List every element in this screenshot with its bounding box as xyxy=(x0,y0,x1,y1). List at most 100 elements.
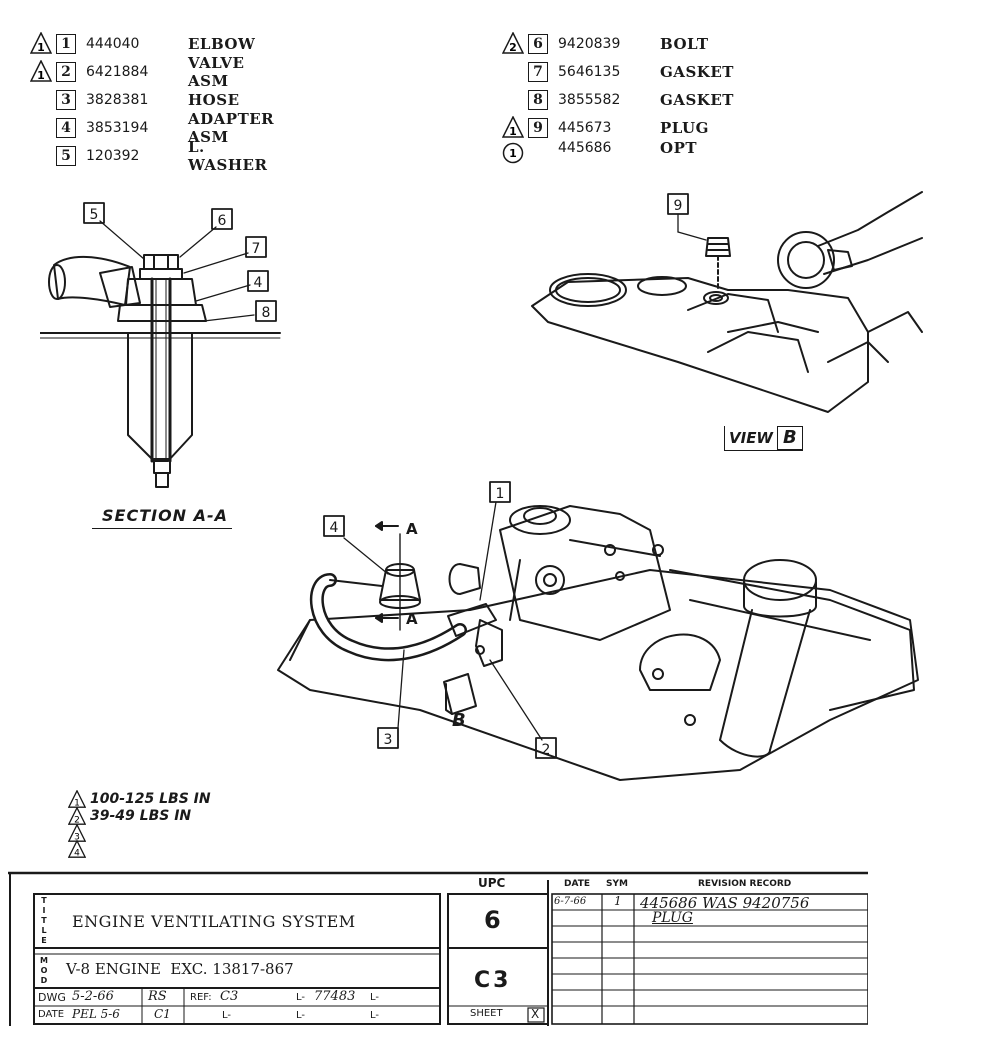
part-number: 444040 xyxy=(86,36,140,52)
l-label: L- xyxy=(370,992,380,1003)
parts-row-optional: 1 445686 OPT xyxy=(502,136,697,164)
upc-number: 6 xyxy=(484,906,501,934)
ref-value: C3 xyxy=(220,989,239,1004)
engine-assembly-drawing: A A B 1 4 3 2 xyxy=(277,481,919,781)
part-number: 120392 xyxy=(86,148,140,164)
part-description: GASKET xyxy=(660,63,734,81)
svg-text:1: 1 xyxy=(74,799,80,808)
view-b-pointer-letter: B xyxy=(452,710,466,731)
torque-note: 2 39-49 LBS IN xyxy=(68,807,191,825)
l-label: L- xyxy=(222,1010,232,1021)
part-description: BOLT xyxy=(660,35,709,53)
parts-row: 8 3855582 GASKET xyxy=(528,88,733,112)
torque-note: 1 100-125 LBS IN xyxy=(68,790,211,808)
parts-row: 2 6 9420839 BOLT xyxy=(502,32,708,56)
part-description: L. WASHER xyxy=(188,138,268,174)
torque-flag-icon: 1 xyxy=(502,116,524,138)
callout-5: 5 xyxy=(90,207,99,223)
title-block-grid xyxy=(8,871,868,1026)
parts-row: 1 2 6421884 VALVE ASM xyxy=(30,54,244,90)
torque-note-text: 100-125 LBS IN xyxy=(90,791,211,807)
parts-list-left: 1 1 444040 ELBOW 1 2 6421884 VALVE ASM 3… xyxy=(30,32,436,174)
callout-6: 6 xyxy=(218,213,227,229)
torque-note-text: 39-49 LBS IN xyxy=(90,808,192,824)
item-number: 7 xyxy=(528,62,548,82)
callout-7: 7 xyxy=(252,241,261,257)
item-number: 5 xyxy=(56,146,76,166)
sym-header: SYM xyxy=(606,879,628,889)
part-description: VALVE ASM xyxy=(188,54,245,90)
torque-flag-icon: 1 xyxy=(68,790,86,808)
parts-row: 4 3853194 ADAPTER ASM xyxy=(56,110,274,146)
svg-text:1: 1 xyxy=(509,147,517,160)
dwg-date: 5-2-66 xyxy=(72,989,114,1004)
part-description: ADAPTER ASM xyxy=(188,110,275,146)
revision-record-header: REVISION RECORD xyxy=(698,879,792,889)
part-description: OPT xyxy=(660,139,698,157)
parts-row: 1 1 444040 ELBOW xyxy=(30,32,255,56)
torque-note: 4 xyxy=(68,840,86,858)
part-number: 3828381 xyxy=(86,92,149,108)
drawing-title: ENGINE VENTILATING SYSTEM xyxy=(72,912,356,931)
torque-flag-icon: 1 xyxy=(30,60,52,82)
torque-notes: 1 100-125 LBS IN 2 39-49 LBS IN 3 4 xyxy=(68,790,328,860)
torque-flag-icon: 1 xyxy=(30,32,52,54)
svg-text:1: 1 xyxy=(37,69,45,82)
torque-flag-icon: 2 xyxy=(68,807,86,825)
l-label: L- xyxy=(296,992,306,1003)
svg-text:3: 3 xyxy=(74,833,80,842)
callout-1: 1 xyxy=(496,486,505,502)
date-initials: C1 xyxy=(154,1007,171,1021)
section-arrow-a-bottom: A xyxy=(406,610,418,628)
part-description: GASKET xyxy=(660,91,734,109)
l-label: L- xyxy=(370,1010,380,1021)
callout-3: 3 xyxy=(384,732,393,748)
item-number: 8 xyxy=(528,90,548,110)
parts-row: 1 9 445673 PLUG xyxy=(502,116,708,140)
section-label: SECTION A-A xyxy=(102,506,229,525)
sheet-label: SHEET xyxy=(470,1008,503,1019)
view-b-drawing: 9 xyxy=(531,191,923,413)
revision-sym: 1 xyxy=(614,894,622,908)
part-number: 3855582 xyxy=(558,92,621,108)
l-value: 77483 xyxy=(314,989,356,1004)
parts-row: 3 3828381 HOSE xyxy=(56,88,239,112)
title-vertical-label: T I T L E xyxy=(41,896,47,945)
item-number: 4 xyxy=(56,118,76,138)
part-description: HOSE xyxy=(188,91,240,109)
callout-8: 8 xyxy=(262,305,271,321)
item-number: 3 xyxy=(56,90,76,110)
callout-4: 4 xyxy=(254,275,263,291)
view-b-label: VIEW B xyxy=(724,426,803,451)
upc-header: UPC xyxy=(478,876,506,890)
torque-flag-icon: 2 xyxy=(502,32,524,54)
ref-label: REF: xyxy=(190,992,212,1003)
callout-4: 4 xyxy=(330,520,339,536)
view-label: VIEW xyxy=(729,429,773,447)
revision-text-line-2: PLUG xyxy=(652,910,693,926)
revision-date: 6-7-66 xyxy=(554,896,587,907)
view-letter: B xyxy=(776,426,803,450)
svg-text:4: 4 xyxy=(74,849,80,858)
item-number: 1 xyxy=(56,34,76,54)
item-number: 6 xyxy=(528,34,548,54)
callout-9: 9 xyxy=(674,198,683,214)
part-number: 5646135 xyxy=(558,64,621,80)
parts-row: 5 120392 L. WASHER xyxy=(56,138,267,174)
parts-row: 7 5646135 GASKET xyxy=(528,60,733,84)
svg-text:2: 2 xyxy=(509,41,517,54)
svg-text:2: 2 xyxy=(74,816,80,825)
date-value: PEL 5-6 xyxy=(72,1007,120,1021)
mod-vertical-label: M O D xyxy=(40,956,48,985)
torque-flag-icon: 4 xyxy=(68,840,86,858)
svg-text:1: 1 xyxy=(37,41,45,54)
part-number: 445673 xyxy=(558,120,612,136)
callout-2: 2 xyxy=(542,742,551,758)
dwg-initials: RS xyxy=(148,989,167,1004)
upc-code: C3 xyxy=(474,968,512,993)
revision-text-line-1: 445686 WAS 9420756 xyxy=(640,894,810,912)
l-label: L- xyxy=(296,1010,306,1021)
title-block: UPC DATE SYM REVISION RECORD T I T L E M… xyxy=(8,870,868,1028)
dwg-label: DWG xyxy=(38,991,66,1004)
section-label-underline xyxy=(92,528,232,529)
